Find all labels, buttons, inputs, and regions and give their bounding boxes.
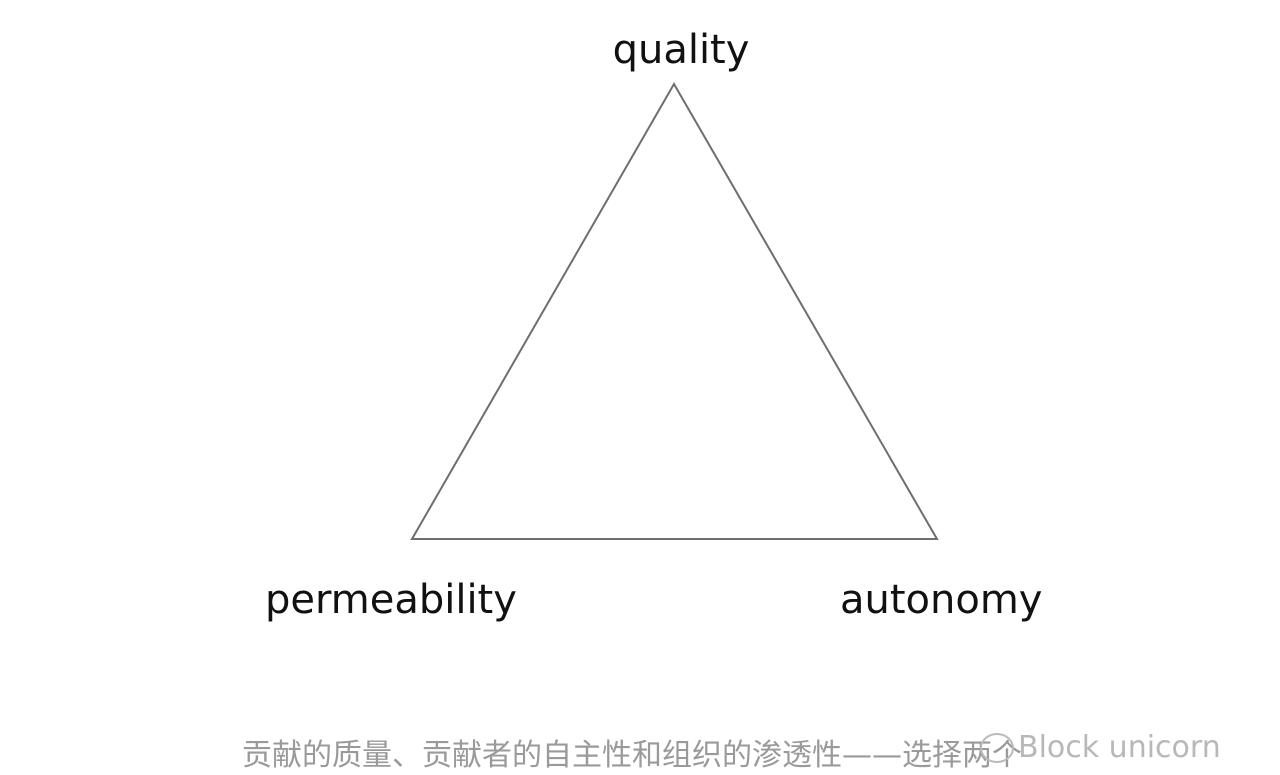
vertex-label-quality: quality [612,27,750,73]
watermark-text: Block unicorn [1018,730,1221,765]
chat-bubble-icon [980,732,1014,763]
watermark: Block unicorn [980,730,1221,765]
triangle [410,81,939,540]
figure-caption: 贡献的质量、贡献者的自主性和组织的渗透性——选择两个 [242,738,1022,773]
vertex-label-permeability: permeability [265,577,517,623]
vertex-label-autonomy: autonomy [840,577,1043,623]
